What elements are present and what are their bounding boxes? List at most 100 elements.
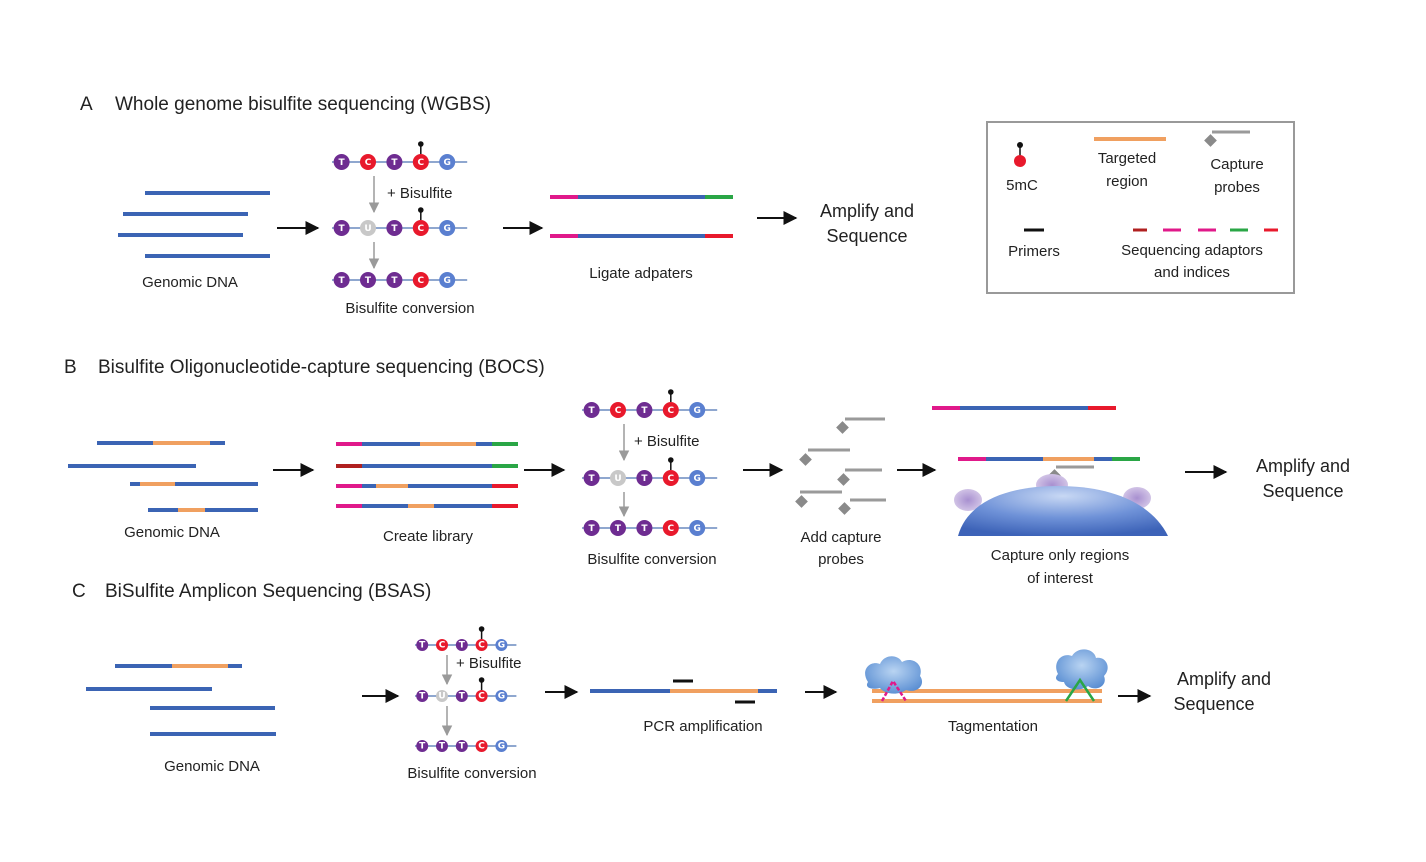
nucleotide-icon — [436, 690, 448, 702]
nucleotide-letter: G — [444, 276, 451, 286]
nucleotide-icon — [689, 470, 706, 486]
legend-targeted-2: region — [1106, 173, 1148, 190]
nucleotide-letter: U — [438, 691, 445, 701]
nucleotide-letter: T — [615, 524, 622, 534]
add-capture-line2: probes — [818, 551, 864, 568]
nucleotide-icon — [662, 520, 679, 536]
nucleotide-icon — [495, 740, 508, 752]
wgbs-ligated-fragments — [550, 195, 733, 238]
nucleotide-letter: C — [417, 224, 424, 234]
nucleotide-letter: T — [391, 276, 398, 286]
nucleotide-letter: T — [439, 741, 446, 751]
nucleotide-letter: G — [444, 158, 451, 168]
nucleotide-letter: C — [615, 406, 622, 416]
nucleotide-letter: C — [478, 741, 485, 751]
pcr-amplification-label: PCR amplification — [643, 718, 762, 735]
nucleotide-letter: T — [641, 524, 648, 534]
nucleotide-icon — [610, 520, 626, 536]
section-c-letter: C — [72, 581, 86, 602]
nucleotide-icon — [610, 402, 626, 418]
nucleotide-letter: T — [391, 158, 398, 168]
nucleotide-letter: T — [589, 524, 596, 534]
nucleotide-icon — [386, 154, 403, 170]
nucleotide-icon — [386, 272, 403, 288]
nucleotide-icon — [333, 220, 350, 236]
capture-only-line1: Capture only regions — [991, 547, 1129, 564]
section-b-letter: B — [64, 357, 77, 378]
methyl-group-icon — [668, 389, 674, 395]
nucleotide-icon — [636, 520, 653, 536]
section-a-letter: A — [80, 94, 93, 115]
bsas-amplify-line2: Sequence — [1173, 694, 1254, 714]
nucleotide-icon — [583, 470, 600, 486]
methyl-group-icon — [418, 207, 424, 213]
create-library-label: Create library — [383, 528, 474, 545]
section-a-title: Whole genome bisulfite sequencing (WGBS) — [115, 94, 491, 115]
bsas-genomic-dna-label: Genomic DNA — [164, 758, 260, 775]
nucleotide-letter: T — [459, 741, 466, 751]
transposase-icon — [1056, 649, 1108, 690]
nucleotide-icon — [610, 470, 626, 486]
bocs-amplify-line1: Amplify and — [1256, 456, 1350, 476]
nucleotide-icon — [583, 402, 600, 418]
capture-only-line2: of interest — [1027, 570, 1094, 587]
nucleotide-icon — [662, 470, 679, 486]
legend-capture-1: Capture — [1210, 156, 1263, 173]
nucleotide-letter: T — [459, 640, 466, 650]
nucleotide-letter: T — [391, 224, 398, 234]
nucleotide-icon — [455, 639, 468, 651]
nucleotide-letter: T — [459, 691, 466, 701]
nucleotide-icon — [689, 520, 706, 536]
nucleotide-letter: T — [419, 741, 426, 751]
nucleotide-letter: G — [444, 224, 451, 234]
bocs-plus-bisulfite: + Bisulfite — [634, 433, 699, 450]
purple-blob-icon — [954, 489, 982, 511]
nucleotide-icon — [360, 154, 376, 170]
nucleotide-icon — [416, 740, 429, 752]
nucleotide-letter: U — [614, 474, 621, 484]
nucleotide-icon — [475, 639, 488, 651]
nucleotide-letter: G — [694, 524, 701, 534]
nucleotide-letter: G — [694, 474, 701, 484]
nucleotide-icon — [436, 639, 448, 651]
tagmentation-assembly — [865, 649, 1108, 703]
nucleotide-icon — [333, 272, 350, 288]
wgbs-genomic-dna-label: Genomic DNA — [142, 274, 238, 291]
nucleotide-icon — [636, 402, 653, 418]
nucleotide-icon — [436, 740, 448, 752]
nucleotide-icon — [439, 220, 456, 236]
nucleotide-letter: U — [364, 224, 371, 234]
nucleotide-icon — [583, 520, 600, 536]
nucleotide-letter: T — [339, 224, 346, 234]
nucleotide-letter: C — [667, 474, 674, 484]
nucleotide-icon — [455, 690, 468, 702]
nucleotide-icon — [636, 470, 653, 486]
tagmentation-label: Tagmentation — [948, 718, 1038, 735]
legend-capture-2: probes — [1214, 179, 1260, 196]
legend: 5mC Targeted region Capture probes Prime… — [986, 121, 1295, 294]
bsas-bisulfite-conversion-label: Bisulfite conversion — [407, 765, 536, 782]
nucleotide-icon — [412, 220, 429, 236]
nucleotide-icon — [662, 402, 679, 418]
nucleotide-icon — [360, 220, 376, 236]
nucleotide-letter: T — [419, 691, 426, 701]
nucleotide-icon — [416, 639, 429, 651]
nucleotide-letter: G — [498, 741, 505, 751]
wgbs-plus-bisulfite: + Bisulfite — [387, 185, 452, 202]
nucleotide-letter: T — [339, 276, 346, 286]
legend-primers: Primers — [1008, 243, 1060, 260]
nucleotide-icon — [495, 639, 508, 651]
nucleotide-letter: C — [365, 158, 372, 168]
nucleotide-letter: T — [419, 640, 426, 650]
nucleotide-letter: C — [667, 406, 674, 416]
ligate-adapters-label: Ligate adpaters — [589, 265, 692, 282]
bocs-genomic-dna — [68, 441, 258, 512]
nucleotide-icon — [455, 740, 468, 752]
nucleotide-icon — [412, 154, 429, 170]
section-c-title: BiSulfite Amplicon Sequencing (BSAS) — [105, 581, 431, 602]
add-capture-line1: Add capture — [801, 529, 882, 546]
nucleotide-icon — [360, 272, 376, 288]
